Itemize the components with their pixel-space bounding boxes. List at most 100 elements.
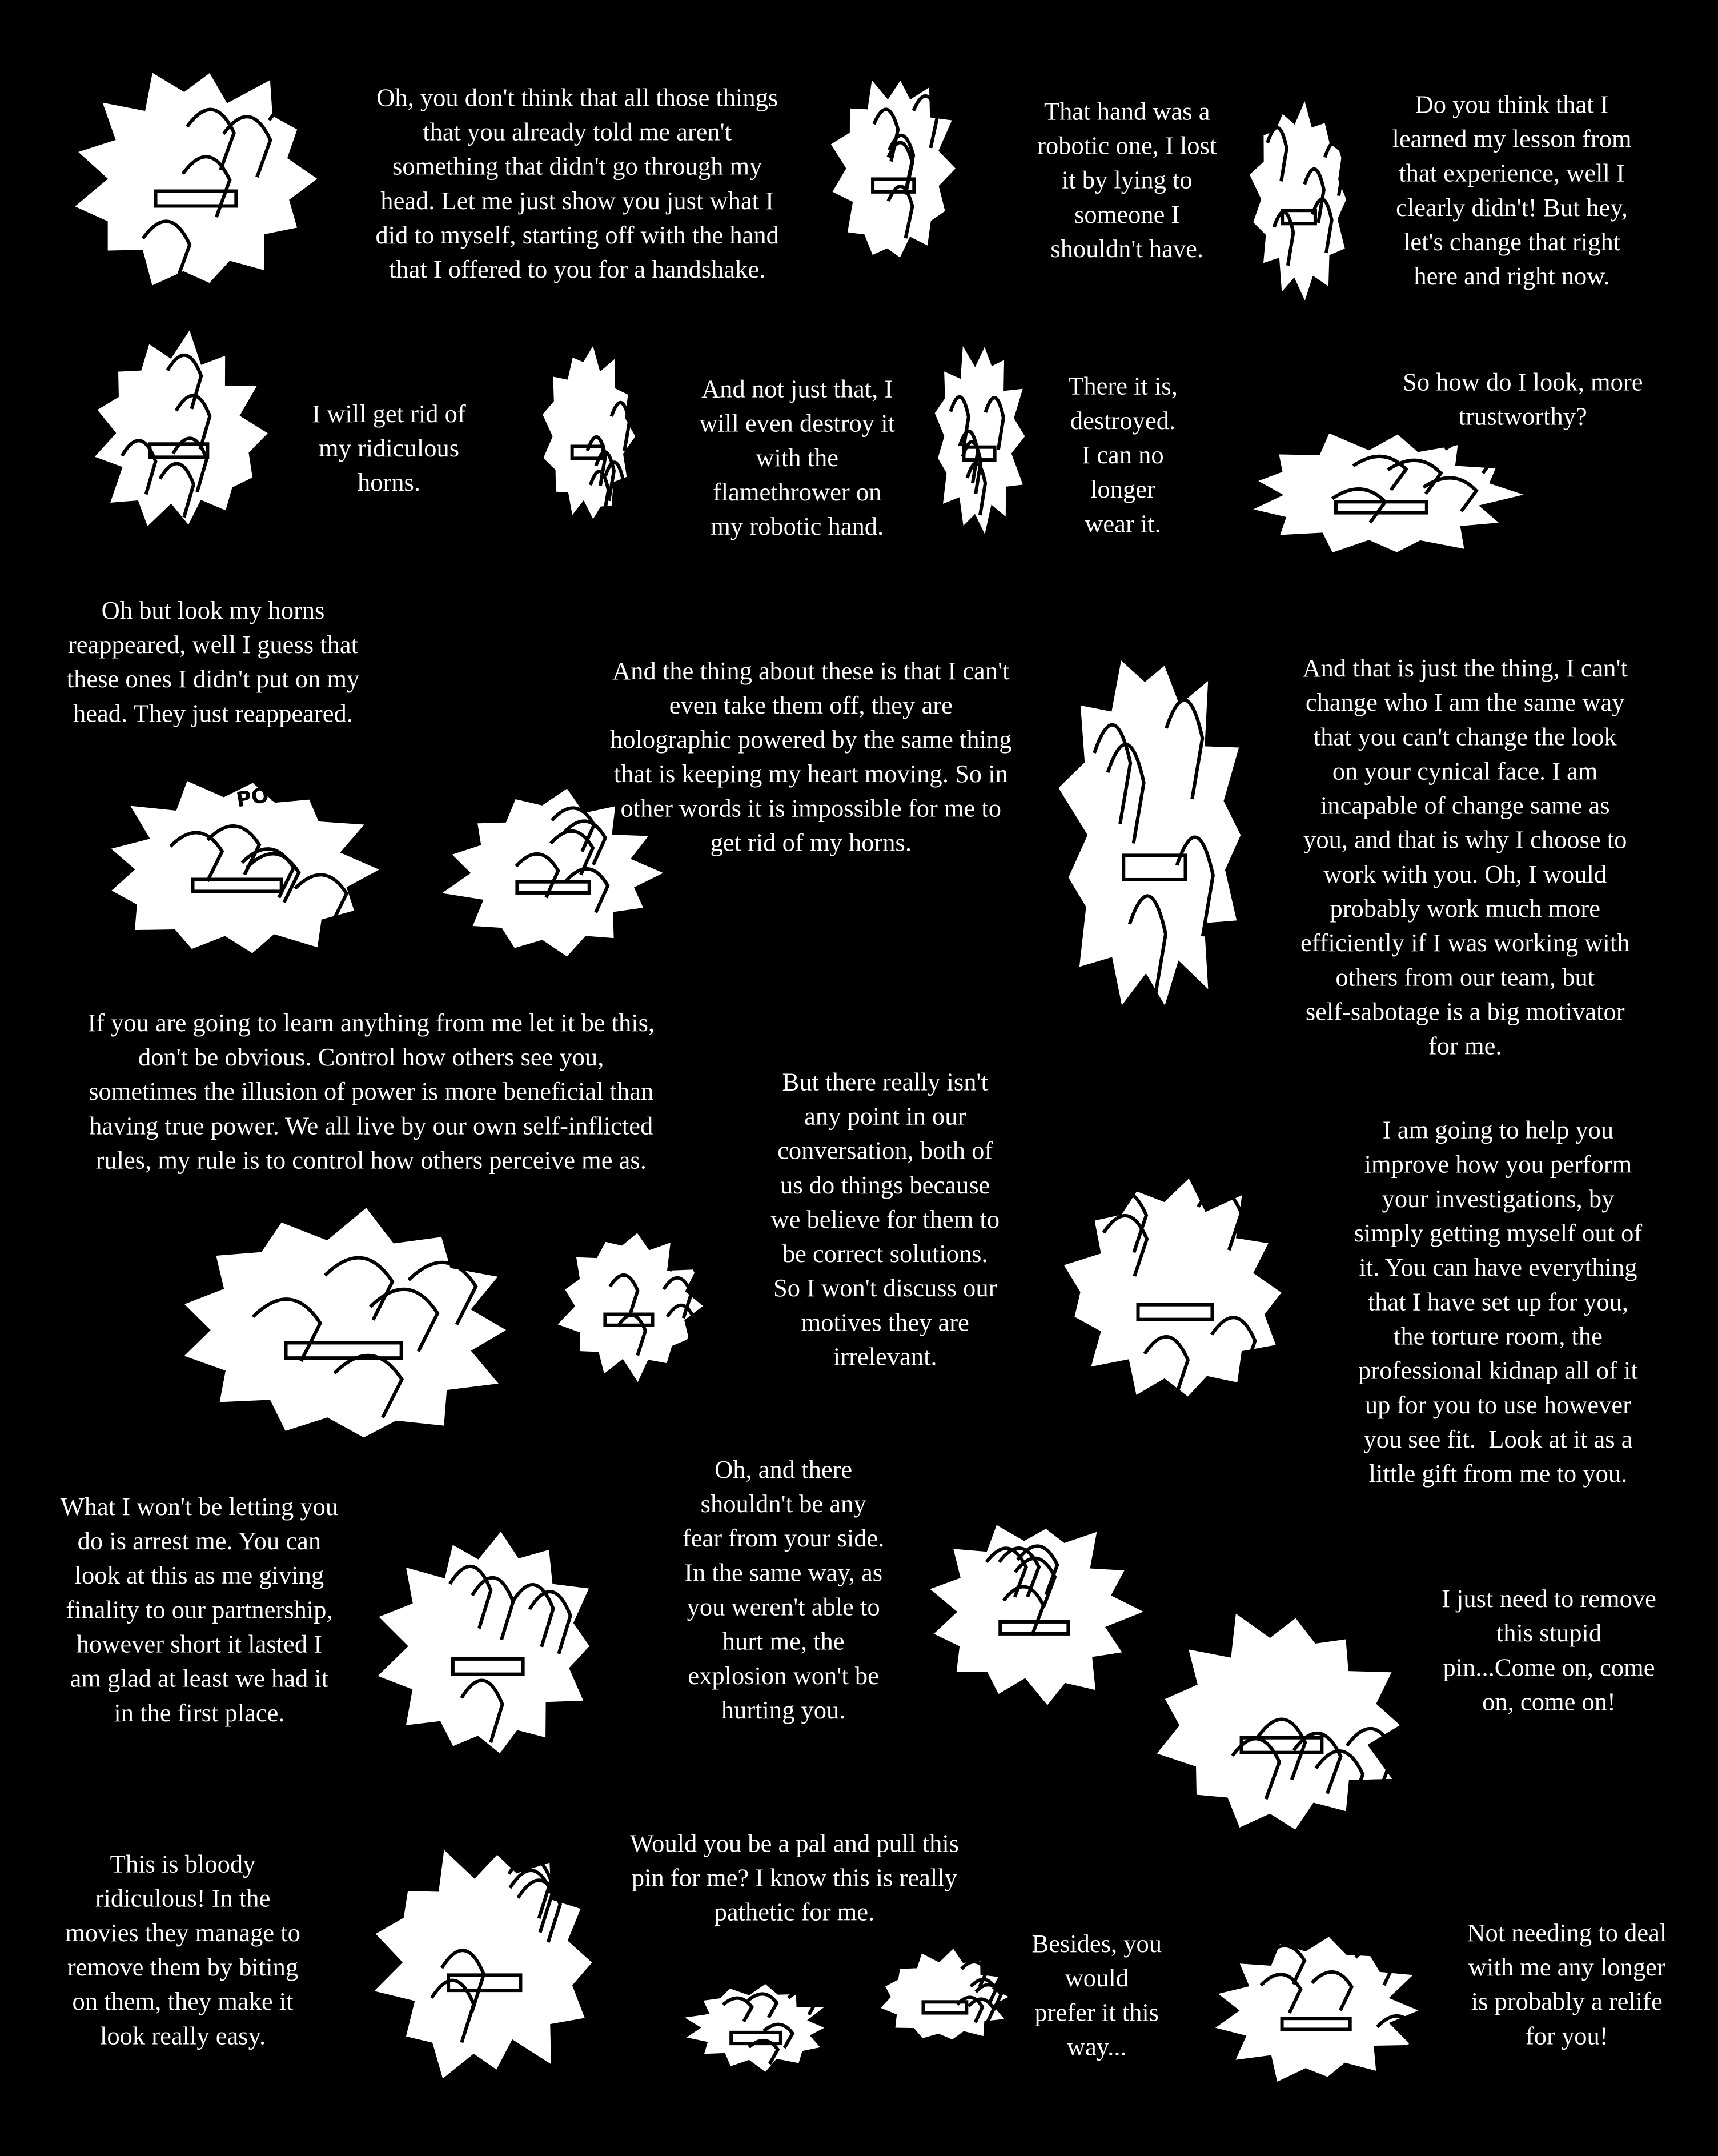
ink-line xyxy=(158,462,196,518)
collar-band xyxy=(603,1312,655,1327)
figure-7 xyxy=(1245,430,1534,556)
collar-band xyxy=(998,1620,1070,1636)
ink-line xyxy=(608,1273,640,1316)
ink-line xyxy=(721,1996,754,2023)
figure-18 xyxy=(676,1980,833,2076)
collar-band xyxy=(154,189,238,208)
collar-band xyxy=(284,1341,403,1360)
ink-line xyxy=(471,1576,515,1641)
ink-line xyxy=(588,470,611,520)
ink-line xyxy=(1016,1544,1059,1596)
figure-silhouette xyxy=(368,1844,596,2083)
ink-line xyxy=(1272,210,1295,266)
collar-band xyxy=(447,1973,523,1993)
ink-line xyxy=(1303,167,1326,223)
collar-band xyxy=(1334,500,1428,515)
ink-line xyxy=(1310,1970,1354,2011)
ink-line xyxy=(440,1949,486,2013)
caption-14: What I won't be letting you do is arrest… xyxy=(60,1494,339,1728)
ink-line xyxy=(965,461,988,516)
ink-line xyxy=(528,1590,572,1654)
ink-line xyxy=(609,400,632,452)
caption-5: And not just that, I will even destroy i… xyxy=(699,376,895,542)
caption-4: I will get rid of my ridiculous horns. xyxy=(312,401,466,498)
ink-line xyxy=(1323,140,1346,197)
collar-band xyxy=(191,877,283,893)
caption-10: And that is just the thing, I can't chan… xyxy=(1300,655,1630,1061)
ink-line xyxy=(1387,458,1443,495)
collar-band xyxy=(1239,1736,1324,1754)
ink-line xyxy=(1014,1556,1057,1608)
collar-band xyxy=(962,445,997,462)
ink-line xyxy=(949,395,970,450)
figure-silhouette xyxy=(1059,1173,1286,1401)
ink-line xyxy=(561,819,608,865)
caption-15: Oh, and there shouldn't be any fear from… xyxy=(682,1457,885,1726)
ink-line xyxy=(888,133,916,188)
ink-line xyxy=(604,460,625,511)
ink-line xyxy=(1165,698,1205,800)
collar-band xyxy=(1280,2017,1352,2031)
figure-silhouette xyxy=(372,1527,593,1757)
figure-5 xyxy=(539,339,639,525)
ink-line xyxy=(460,1678,504,1744)
ink-line xyxy=(1175,835,1215,937)
collar-band xyxy=(1136,1303,1214,1321)
figure-silhouette xyxy=(552,1229,708,1388)
figure-silhouette xyxy=(70,68,322,290)
figure-2 xyxy=(827,74,960,262)
figure-silhouette xyxy=(924,1521,1150,1710)
ink-line xyxy=(1352,454,1408,491)
ink-line xyxy=(960,1960,989,1988)
figure-10 xyxy=(1055,655,1244,1013)
ink-line xyxy=(448,1565,493,1629)
ink-line xyxy=(1444,438,1500,475)
ink-line xyxy=(1422,476,1479,513)
ink-line xyxy=(1292,1732,1343,1794)
ink-line xyxy=(246,852,301,904)
collar-band xyxy=(1281,209,1317,226)
collar-band xyxy=(570,444,605,460)
ink-line xyxy=(515,852,560,899)
collar-band xyxy=(148,442,210,459)
figure-3 xyxy=(1246,93,1350,308)
caption-6: There it is, destroyed. I can no longer … xyxy=(1068,374,1178,539)
ink-line xyxy=(507,1854,553,1919)
ink-line xyxy=(508,1869,554,1933)
figure-1 xyxy=(70,68,322,290)
caption-20: Not needing to deal with me any longer i… xyxy=(1467,1920,1667,2051)
figure-9 xyxy=(435,784,670,960)
caption-7: So how do I look, more trustworthy? xyxy=(1403,370,1643,432)
ink-line xyxy=(886,185,914,239)
figure-silhouette xyxy=(827,74,960,262)
ink-line xyxy=(1263,1943,1307,1985)
ink-line xyxy=(251,1297,323,1362)
ink-line xyxy=(984,396,1005,450)
ink-line xyxy=(323,1256,395,1321)
figure-17 xyxy=(368,1844,596,2083)
figure-silhouette xyxy=(932,337,1029,543)
figure-20 xyxy=(1209,1933,1426,2086)
collar-band xyxy=(451,1657,525,1676)
caption-11: If you are going to learn anything from … xyxy=(87,1010,655,1176)
caption-8: Oh but look my horns reappeared, well I … xyxy=(66,598,360,729)
caption-2: That hand was a robotic one, I lost it b… xyxy=(1037,99,1217,265)
figure-4 xyxy=(90,324,272,531)
ink-line xyxy=(186,107,236,171)
figure-15 xyxy=(924,1521,1150,1710)
ink-line xyxy=(1266,126,1288,182)
ink-line xyxy=(1093,723,1133,824)
caption-13: I am going to help you improve how you p… xyxy=(1354,1117,1643,1489)
caption-16: I just need to remove this stupid pin...… xyxy=(1442,1586,1656,1717)
caption-17: This is bloody ridiculous! In the movies… xyxy=(65,1852,300,2051)
ink-line xyxy=(206,824,262,876)
ink-line xyxy=(166,353,203,410)
ink-line xyxy=(511,1583,555,1648)
figure-silhouette xyxy=(179,1204,512,1441)
caption-18: Would you be a pal and pull this pin for… xyxy=(629,1831,960,1927)
collar-band xyxy=(515,880,591,895)
ink-line xyxy=(662,1276,693,1319)
ink-line xyxy=(1345,1727,1396,1790)
caption-19: Besides, you would prefer it this way... xyxy=(1031,1931,1162,2062)
